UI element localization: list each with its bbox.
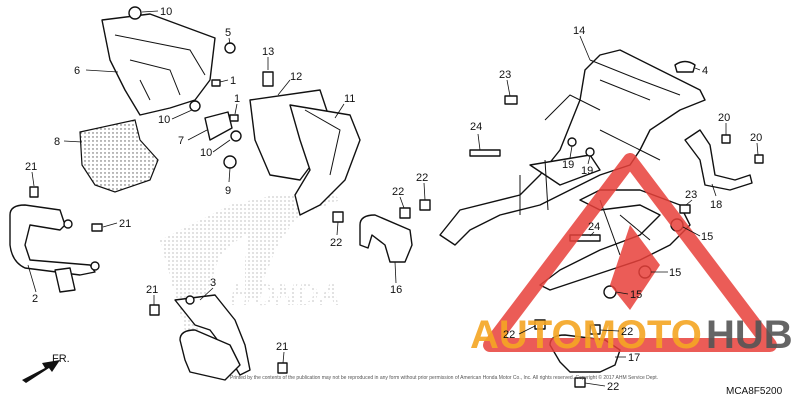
callout-18: 18 (710, 199, 722, 211)
watermark-part1: AUTOMOTO (470, 313, 702, 357)
callout-10: 10 (160, 6, 172, 18)
callout-20: 20 (750, 132, 762, 144)
callout-11: 11 (344, 93, 355, 105)
callout-6: 6 (74, 65, 80, 77)
bolt-24-a (469, 149, 501, 157)
watermark-logo: AUTOMOTO HUB (470, 313, 793, 357)
bolt-22-e (589, 324, 601, 335)
frame-lower (539, 189, 691, 291)
callout-17: 17 (628, 352, 640, 364)
callout-8: 8 (54, 136, 60, 148)
callout-22: 22 (392, 186, 404, 198)
bolt-23-b (679, 204, 691, 214)
callout-10: 10 (200, 147, 212, 159)
part-6-cover (101, 13, 216, 116)
frame-14 (439, 49, 706, 246)
callout-1: 1 (234, 93, 240, 105)
grommet-10-mid (189, 100, 201, 112)
diagram-code: MCA8F5200 (726, 386, 783, 397)
bolt-23-a (504, 95, 518, 105)
bolt-21-c (149, 304, 160, 316)
front-arrow: FR. (22, 353, 70, 383)
callout-22: 22 (330, 237, 342, 249)
part-11-12-airbox (249, 89, 361, 216)
bolt-22-a (399, 207, 411, 219)
bolt-22-c (332, 211, 344, 223)
bolt-20-a (721, 134, 731, 144)
handle-2 (9, 204, 100, 293)
callout-22: 22 (503, 329, 515, 341)
callout-2: 2 (32, 293, 38, 305)
bolt-21-a (29, 186, 39, 198)
callout-13: 13 (262, 46, 274, 58)
bolt-22-b (419, 199, 431, 211)
callout-14: 14 (573, 25, 585, 37)
bracket-7 (204, 111, 233, 141)
bolt-21-d (277, 362, 288, 374)
grommet-10-top (128, 6, 142, 20)
callout-24: 24 (470, 121, 482, 133)
callout-4: 4 (702, 65, 708, 77)
callout-19: 19 (562, 159, 574, 171)
copyright-text: Printed by the contents of the publicati… (230, 374, 658, 381)
callout-9: 9 (225, 185, 231, 197)
bracket-18 (684, 129, 753, 191)
bolt-5 (224, 42, 236, 54)
panel-8 (79, 119, 159, 193)
callout-12: 12 (290, 71, 302, 83)
callout-20: 20 (718, 112, 730, 124)
callout-19: 19 (581, 165, 593, 177)
cap-4 (674, 60, 696, 73)
callout-numbers: 10 5 6 1 13 12 11 1 10 7 10 9 8 21 21 2 … (25, 6, 762, 393)
callout-22: 22 (621, 326, 633, 338)
callout-23: 23 (685, 189, 697, 201)
clip-13 (262, 71, 274, 87)
callout-10: 10 (158, 114, 170, 126)
nut-19-a (567, 137, 577, 147)
callout-15: 15 (630, 289, 642, 301)
watermark-part2: HUB (706, 313, 793, 357)
bolt-1-top (211, 79, 221, 87)
nut-19-b (585, 147, 595, 157)
callout-5: 5 (225, 27, 231, 39)
callout-16: 16 (390, 284, 402, 296)
leader-lines (27, 10, 759, 387)
bolt-20-b (754, 154, 764, 164)
callout-21: 21 (276, 341, 288, 353)
callout-21: 21 (146, 284, 158, 296)
bolt-1-mid (229, 114, 239, 122)
callout-21: 21 (119, 218, 131, 230)
callout-24: 24 (588, 221, 600, 233)
callout-1: 1 (230, 75, 236, 87)
front-arrow-label: FR. (52, 353, 70, 365)
watermark-triangle (483, 153, 777, 352)
collar-9 (223, 155, 237, 169)
honda-logo-text: HONDA (230, 279, 340, 312)
callout-22: 22 (416, 172, 428, 184)
callout-3: 3 (210, 277, 216, 289)
handle-3 (174, 294, 251, 381)
bracket-16 (359, 214, 413, 263)
callout-7: 7 (178, 135, 184, 147)
callout-21: 21 (25, 161, 37, 173)
callout-15: 15 (701, 231, 713, 243)
callout-22: 22 (607, 381, 619, 393)
grommet-10-low (230, 130, 242, 142)
callout-23: 23 (499, 69, 511, 81)
bolt-21-b (91, 223, 103, 232)
bolt-22-f (574, 377, 586, 388)
callout-15: 15 (669, 267, 681, 279)
